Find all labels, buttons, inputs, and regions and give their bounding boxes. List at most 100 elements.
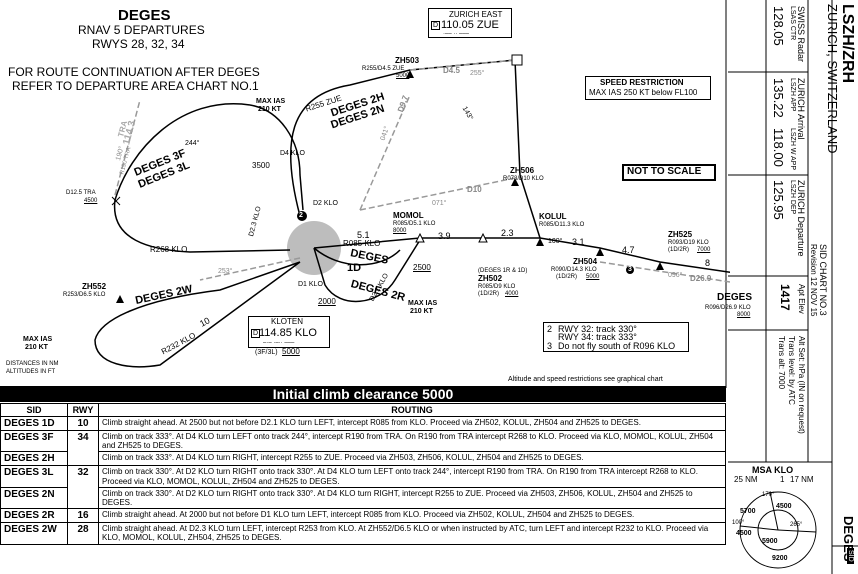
msa-radius: 25 NM [734,475,758,484]
sid-cell: DEGES 3F [0,429,68,453]
dist-8: 8 [705,258,711,268]
sid-cell: DEGES 1D [0,416,68,431]
zh525-alt-label: (1D/2R) [668,247,690,253]
apt-elev: 1417 [778,284,792,311]
msa-marker-1: 1 [780,475,785,484]
trans-level: Trans level: by ATC [787,336,796,405]
note-rwy32: RWY 32: track 330° [558,324,637,334]
routing-cell: Climb on track 333°. At D4 KLO turn RIGH… [98,451,726,467]
alt-3500: 3500 [252,161,270,170]
zh502-alt: 4000 [505,291,519,297]
zh502-alt-label: (DEGES 1R & 1D) [478,268,528,274]
msa-bearing-265: 265° [790,522,803,528]
track-071: 071° [432,200,447,207]
initial-climb-bar: Initial climb clearance 5000 [0,386,726,402]
zh504-alt-label: (1D/2R) [556,274,578,280]
not-to-scale-box: NOT TO SCALE [622,164,716,181]
max-ias-2: MAX IAS [408,300,438,307]
momol-label: MOMOL [393,211,424,220]
routing-cell: Climb on track 330°. At D2 KLO turn RIGH… [98,465,726,488]
restrictions-note: Altitude and speed restrictions see grap… [508,376,663,383]
rwy-cell: 16 [67,508,99,524]
zue-name: ZURICH EAST [449,10,503,19]
routing-cell: Climb on track 333°. At D4 KLO turn LEFT… [98,429,726,453]
deges-alt: 8000 [737,312,751,318]
zh506-info: R073/D10 KLO [503,176,544,182]
msa-sector-4500a: 4500 [776,503,792,510]
msa-diagram: MSA KLO 25 NM 1 17 NM 5700 4500 4500 590… [728,462,838,574]
zh552-info: R253/D6.5 KLO [63,292,106,298]
zurich-arrival-sub2: LSZH W APP [789,128,796,171]
zurich-arrival-label: ZURICH Arrival [796,78,806,140]
rwy-cell: 34 [67,429,99,467]
msa-sector-5700: 5700 [740,508,756,515]
label-r085klo: R085 KLO [343,239,381,248]
max-ias-3-value: 210 KT [25,344,48,351]
max-ias-1-value: 210 KT [258,106,281,113]
msa-bearing-170: 170° [762,492,775,498]
routing-cell: Climb on track 330°. At D2 KLO turn RIGH… [98,486,726,510]
dist-2-3: 2.3 [501,228,514,238]
continuation-note-2: REFER TO DEPARTURE AREA CHART NO.1 [12,79,259,93]
alt-2000: 2000 [318,297,336,306]
deges-label: DEGES [717,292,753,303]
routing-table: SID RWY ROUTING DEGES 1D 10 Climb straig… [0,403,726,545]
klo-alt-label: (3F/3L) [255,349,278,356]
procedure-runways: RWYS 28, 32, 34 [92,37,185,51]
table-row: DEGES 2W 28 Climb straight ahead. At D2.… [0,522,726,545]
msa-title: MSA KLO [752,465,794,475]
zh506-label: ZH506 [510,166,535,175]
max-ias-1: MAX IAS [256,98,286,105]
chart-revision: Revision 12 NOV 15 [809,244,818,317]
deges-info: R096/D26.9 KLO [705,305,751,311]
zh504-info: R090/D14.3 KLO [551,267,597,273]
msa-sector-5900: 5900 [762,538,778,545]
dist-5-1: 5.1 [357,230,370,240]
track-253: 253° [218,268,233,275]
zh525-alt: 7000 [697,247,711,253]
procedure-title: DEGES [118,7,171,24]
klo-freq: 114.85 KLO [259,327,317,339]
kolul-info: R085/D11.3 KLO [539,222,585,228]
d125tra-alt: 4500 [84,198,98,204]
klo-code: D [251,329,261,338]
marker-3: 3 [628,266,632,273]
rwy-cell: 32 [67,465,99,510]
table-row: DEGES 3F 34 Climb on track 333°. At D4 K… [0,429,726,467]
zh552-label: ZH552 [82,282,107,291]
table-row: DEGES 3L 32 Climb on track 330°. At D2 K… [0,465,726,510]
zue-navaid-box: ZURICH EAST D 110.05 ZUE ·–– ·· ––– [428,8,512,38]
zh503-label: ZH503 [395,56,420,65]
continuation-note-1: FOR ROUTE CONTINUATION AFTER DEGES [8,65,260,79]
speed-restriction-title: SPEED RESTRICTION [600,78,684,87]
momol-info: R085/D5.1 KLO [393,221,436,227]
trans-alt: Trans alt: 7000 [777,336,786,390]
table-row: DEGES 2H Climb on track 333°. At D4 KLO … [0,451,726,467]
label-d26-9: D26.9 [690,274,712,283]
note-rwy34: RWY 34: track 333° [558,332,637,342]
track-096: 096° [668,272,683,279]
swiss-radar-freq: 128.05 [771,6,786,46]
speed-restriction-box: SPEED RESTRICTION MAX IAS 250 KT below F… [585,76,711,100]
route-deges1d-num: 1D [347,262,362,274]
altitudes-note: ALTITUDES IN FT [6,369,56,375]
track-244: 244° [185,140,200,147]
routing-cell: Climb straight ahead. At 2500 but not be… [98,416,726,431]
label-d1klo: D1 KLO [298,281,323,288]
zurich-departure-sub: LSZH DEP [789,180,796,215]
alt-set: Alt Set: hPa (IN on request) [797,336,806,434]
sid-cell: DEGES 2W [0,522,68,545]
max-ias-2-value: 210 KT [410,308,433,315]
d125tra-label: D12.5 TRA [66,190,96,196]
zurich-arrival-sub1: LSZH APP [789,78,796,112]
route-map [94,0,730,388]
msa-sector-9200: 9200 [772,555,788,562]
momol-alt: 8000 [393,228,407,234]
table-row: DEGES 1D 10 Climb straight ahead. At 250… [0,416,726,431]
zh525-label: ZH525 [668,230,693,239]
zh503-info: R255/D4.5 ZUE [362,66,405,72]
klo-name: KLOTEN [271,317,304,326]
label-d4klo: D4 KLO [280,150,305,157]
swiss-radar-label: SWISS Radar [796,6,806,63]
footer-sid-tag: SID [847,548,854,564]
